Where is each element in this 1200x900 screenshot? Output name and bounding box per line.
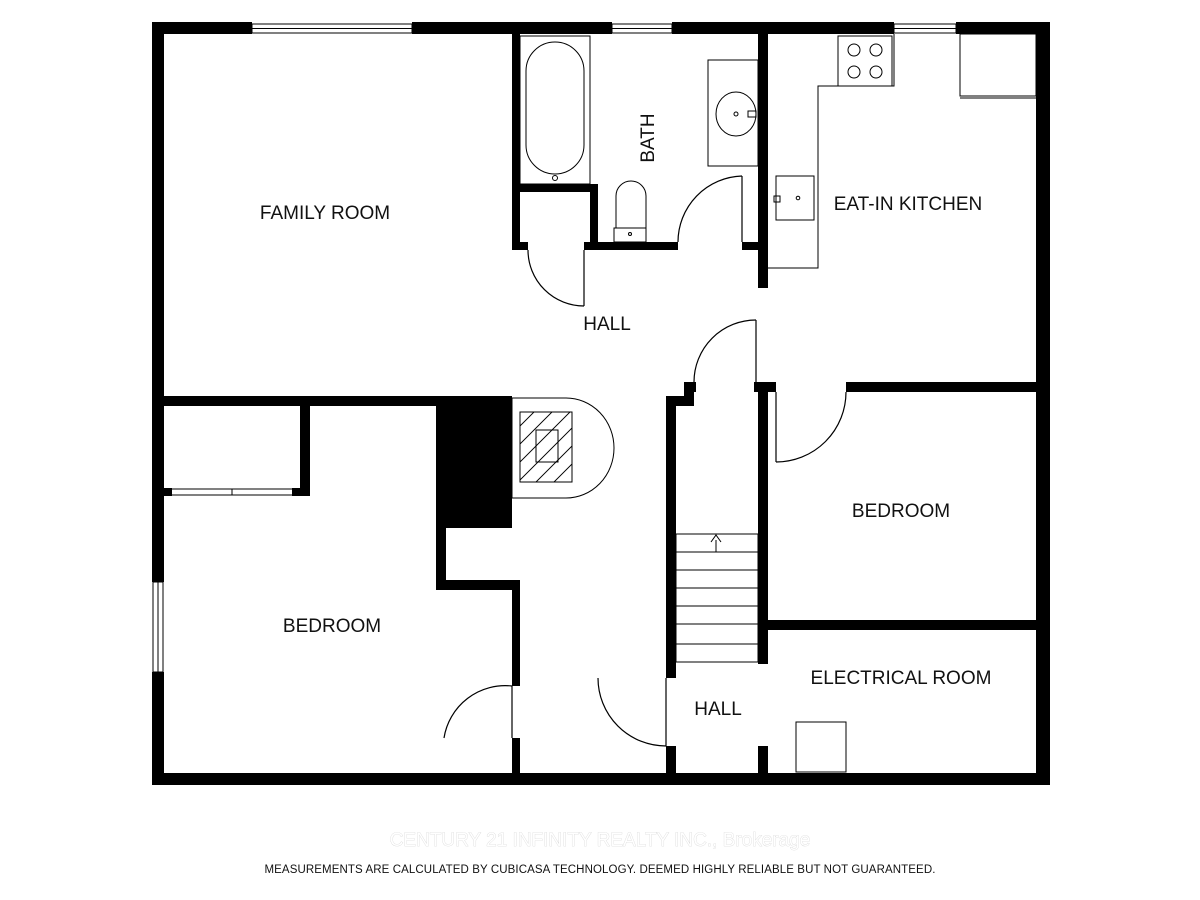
- disclaimer-text: MEASUREMENTS ARE CALCULATED BY CUBICASA …: [264, 864, 935, 876]
- closet-sliding-doors: [172, 488, 292, 496]
- stove-icon: [837, 35, 893, 87]
- stair-up-arrow-icon: [710, 534, 722, 543]
- doors: [443, 175, 847, 747]
- electrical-panel: [795, 721, 847, 773]
- fireplace: [511, 397, 615, 499]
- bathtub: [519, 35, 591, 185]
- electrical-room-label: ELECTRICAL ROOM: [811, 668, 992, 689]
- brokerage-watermark: CENTURY 21 INFINITY REALTY INC., Brokera…: [390, 830, 811, 851]
- bedroom-right-label: BEDROOM: [852, 501, 950, 522]
- bedroom-left-label: BEDROOM: [283, 616, 381, 637]
- kitchen-label: EAT-IN KITCHEN: [834, 194, 983, 215]
- kitchen-counter: [768, 34, 895, 269]
- exterior-walls: [152, 22, 1050, 785]
- hall-label-upper: HALL: [583, 314, 631, 335]
- hall-label-lower: HALL: [694, 699, 742, 720]
- staircase: [675, 533, 759, 663]
- family-room-label: FAMILY ROOM: [260, 203, 390, 224]
- toilet: [613, 180, 647, 243]
- kitchen-sink-icon: [773, 175, 815, 221]
- windows: [152, 23, 957, 673]
- interior-walls: [152, 34, 1050, 778]
- bath-vanity: [707, 59, 759, 167]
- bath-label: BATH: [638, 113, 659, 162]
- fridge: [959, 33, 1037, 99]
